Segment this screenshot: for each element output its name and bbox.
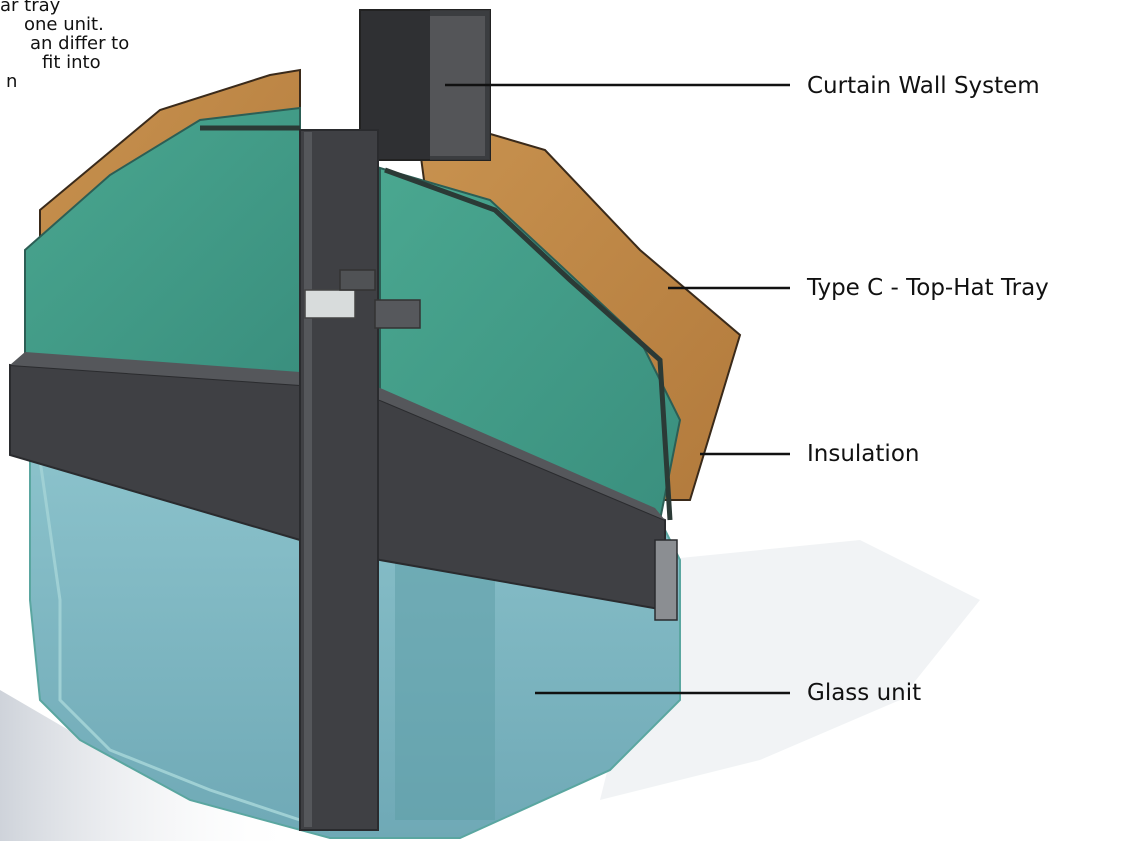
note-line-4: fit into [42, 52, 101, 73]
mullion-clip-left [304, 289, 356, 319]
note-line-5: n [6, 71, 18, 92]
mullion-face-highlight [304, 132, 312, 827]
glass-edge-right [384, 167, 673, 521]
right-shadow [600, 540, 980, 800]
note-line-2: one unit. [24, 14, 104, 35]
transom-end-cap [654, 539, 678, 621]
callout-insulation: Insulation [807, 441, 920, 467]
upper-glass-left [24, 106, 301, 381]
partial-note-text: ar tray one unit. an differ to fit into … [0, 0, 160, 91]
mullion-clip-top [374, 299, 421, 329]
note-line-3: an differ to [30, 33, 130, 54]
vertical-mullion-front [299, 129, 379, 831]
lower-glass-bevel [38, 459, 331, 832]
callout-glass-unit: Glass unit [807, 680, 922, 706]
note-line-1: ar tray [0, 0, 61, 16]
mullion-clip-mid [339, 269, 376, 291]
callout-curtain-wall-system: Curtain Wall System [807, 73, 1040, 99]
callout-top-hat-tray: Type C - Top-Hat Tray [807, 275, 1049, 301]
